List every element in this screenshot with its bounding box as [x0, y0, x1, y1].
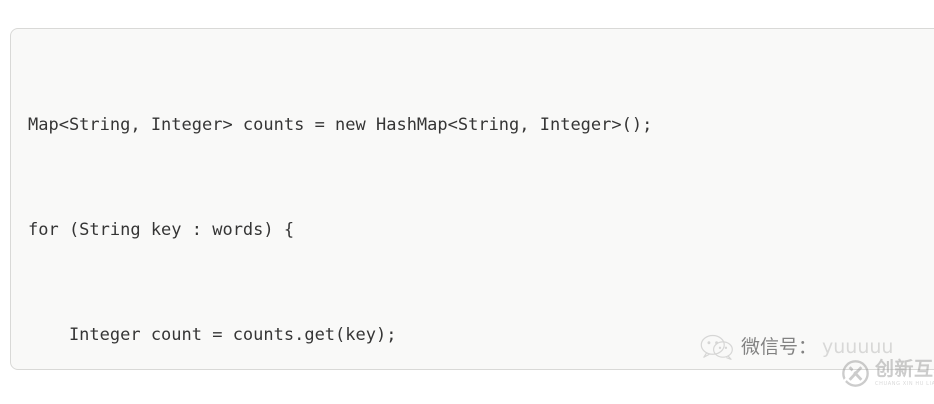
- brand-subtitle: CHUANG XIN HU LIAN: [875, 381, 934, 387]
- code-line: Integer count = counts.get(key);: [28, 325, 397, 345]
- code-line: for (String key : words) {: [28, 220, 295, 240]
- code-lines: Map<String, Integer> counts = new HashMa…: [28, 38, 934, 369]
- code-line: Map<String, Integer> counts = new HashMa…: [28, 115, 653, 135]
- code-block: Map<String, Integer> counts = new HashMa…: [10, 28, 934, 370]
